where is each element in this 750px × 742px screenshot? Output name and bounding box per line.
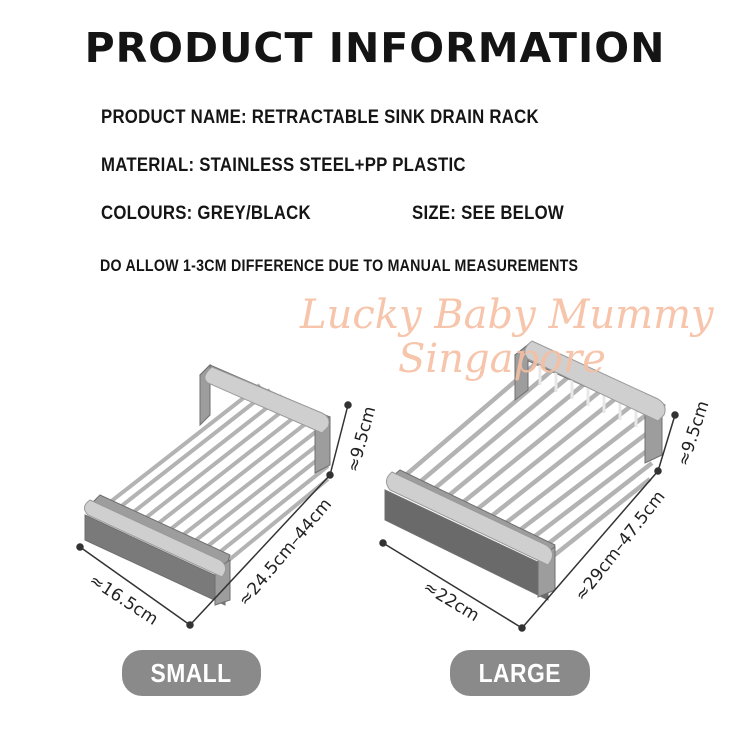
- large-rack-handles: [386, 340, 666, 566]
- small-dimension-lines: [76, 401, 352, 629]
- small-size-badge: SMALL: [122, 650, 261, 696]
- large-dimension-lines: [379, 411, 679, 632]
- small-rack-handles: [84, 366, 330, 578]
- watermark-line1: Lucky Baby Mummy: [300, 292, 714, 338]
- large-size-badge: LARGE: [450, 650, 590, 696]
- measurement-note: DO ALLOW 1-3CM DIFFERENCE DUE TO MANUAL …: [100, 257, 579, 275]
- small-width-label: ≈16.5cm: [85, 570, 161, 629]
- large-size-label: LARGE: [478, 657, 562, 688]
- product-name-text: PRODUCT NAME: RETRACTABLE SINK DRAIN RAC…: [101, 106, 539, 128]
- material-text: MATERIAL: STAINLESS STEEL+PP PLASTIC: [101, 154, 466, 176]
- small-rack-illustration: ≈16.5cm ≈24.5cm–44cm ≈9.5cm: [76, 363, 380, 630]
- large-rack-rods: [398, 358, 654, 559]
- watermark-line2: Singapore: [398, 336, 606, 382]
- large-height-label: ≈9.5cm: [674, 398, 714, 468]
- colours-text: COLOURS: GREY/BLACK: [101, 202, 311, 224]
- small-rack-rods: [98, 383, 330, 571]
- large-rack-illustration: ≈22cm ≈29cm–47.5cm ≈9.5cm: [379, 340, 714, 632]
- small-size-label: SMALL: [150, 657, 232, 688]
- size-text: SIZE: SEE BELOW: [412, 202, 565, 224]
- page-title: PRODUCT INFORMATION: [84, 24, 666, 72]
